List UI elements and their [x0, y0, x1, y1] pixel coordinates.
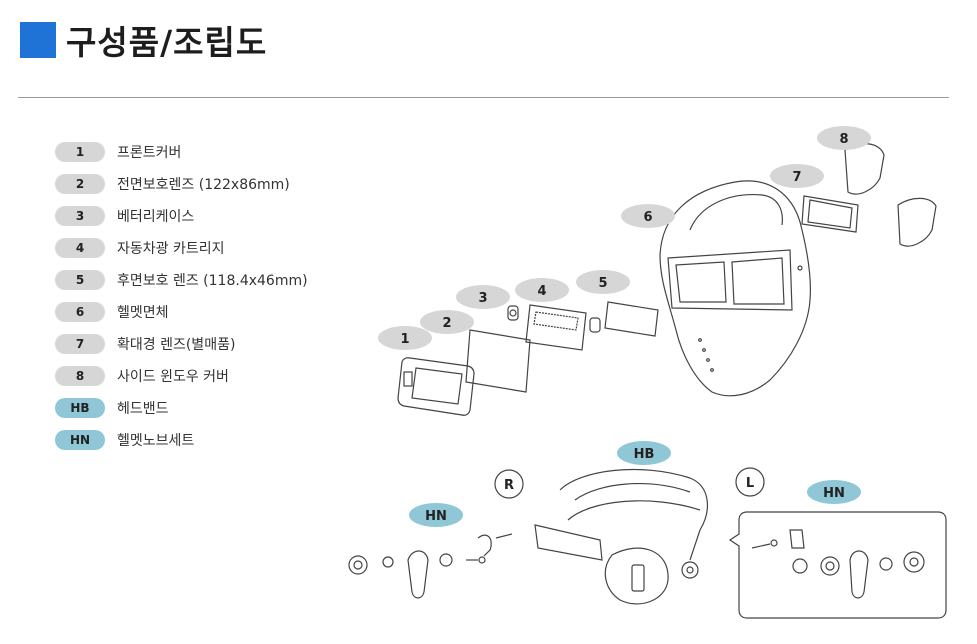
- callout-8: 8: [817, 126, 871, 150]
- legend-badge: HN: [55, 430, 105, 450]
- helmet-shell-drawing: [659, 180, 811, 397]
- legend-label: 헬멧면체: [117, 305, 169, 321]
- legend-badge: 4: [55, 238, 105, 258]
- legend-label: 확대경 렌즈(별매품): [117, 337, 236, 353]
- magnifier-lens-drawing: [801, 195, 859, 233]
- title-divider: [18, 97, 949, 98]
- svg-text:3: 3: [478, 291, 487, 306]
- legend-badge: HB: [55, 398, 105, 418]
- svg-text:L: L: [746, 476, 754, 491]
- callout-hn-right: HN: [807, 480, 861, 504]
- knob-set-right-drawing: [728, 511, 947, 619]
- legend-item: 3 베터리케이스: [55, 200, 375, 232]
- svg-text:2: 2: [442, 316, 451, 331]
- legend-badge: 7: [55, 334, 105, 354]
- legend-badge: 5: [55, 270, 105, 290]
- svg-text:HN: HN: [425, 509, 447, 524]
- legend-item: 4 자동차광 카트리지: [55, 232, 375, 264]
- legend-badge: 6: [55, 302, 105, 322]
- legend-label: 후면보호 렌즈 (118.4x46mm): [117, 273, 308, 289]
- legend-item: 8 사이드 윈도우 커버: [55, 360, 375, 392]
- svg-text:4: 4: [537, 284, 546, 299]
- legend-label: 헬멧노브세트: [117, 433, 195, 449]
- legend-label: 헤드밴드: [117, 401, 169, 417]
- callout-2: 2: [420, 310, 474, 334]
- battery-case-drawing: [507, 305, 519, 321]
- callout-5: 5: [576, 270, 630, 294]
- page-title: 구성품/조립도: [66, 23, 268, 62]
- front-cover-drawing: [397, 357, 475, 416]
- svg-text:8: 8: [839, 132, 848, 147]
- legend-item: HN 헬멧노브세트: [55, 424, 375, 456]
- svg-text:R: R: [504, 478, 514, 493]
- legend-item: 1 프론트커버: [55, 136, 375, 168]
- legend-item: 2 전면보호렌즈 (122x86mm): [55, 168, 375, 200]
- svg-text:5: 5: [598, 276, 607, 291]
- legend-badge: 8: [55, 366, 105, 386]
- legend-item: 6 헬멧면체: [55, 296, 375, 328]
- callout-7: 7: [770, 164, 824, 188]
- legend-badge: 2: [55, 174, 105, 194]
- callout-hb: HB: [617, 441, 671, 465]
- legend-item: 7 확대경 렌즈(별매품): [55, 328, 375, 360]
- legend-badge: 3: [55, 206, 105, 226]
- title-accent-square: [20, 22, 56, 58]
- adf-cartridge-drawing: [525, 304, 587, 351]
- legend-label: 사이드 윈도우 커버: [117, 369, 229, 385]
- callout-4: 4: [515, 278, 569, 302]
- side-label-l: L: [735, 467, 765, 497]
- rear-lens-drawing: [589, 301, 659, 337]
- legend-label: 자동차광 카트리지: [117, 241, 225, 257]
- legend-label: 전면보호렌즈 (122x86mm): [117, 177, 290, 193]
- parts-legend: 1 프론트커버 2 전면보호렌즈 (122x86mm) 3 베터리케이스 4 자…: [55, 136, 375, 456]
- side-window-cover-drawing: [844, 143, 937, 247]
- svg-text:1: 1: [400, 332, 409, 347]
- callout-hn-left: HN: [409, 503, 463, 527]
- callout-6: 6: [621, 204, 675, 228]
- svg-text:6: 6: [643, 210, 652, 225]
- svg-text:HN: HN: [823, 486, 845, 501]
- legend-item: HB 헤드밴드: [55, 392, 375, 424]
- legend-item: 5 후면보호 렌즈 (118.4x46mm): [55, 264, 375, 296]
- title-block: 구성품/조립도: [20, 20, 267, 62]
- headband-drawing: [534, 468, 708, 605]
- front-lens-drawing: [465, 329, 531, 393]
- legend-label: 프론트커버: [117, 145, 182, 161]
- knob-set-left-drawing: [348, 533, 513, 599]
- legend-badge: 1: [55, 142, 105, 162]
- svg-text:7: 7: [792, 170, 801, 185]
- callout-3: 3: [456, 285, 510, 309]
- side-label-r: R: [494, 469, 524, 499]
- legend-label: 베터리케이스: [117, 209, 195, 225]
- callout-1: 1: [378, 326, 432, 350]
- svg-text:HB: HB: [634, 447, 655, 462]
